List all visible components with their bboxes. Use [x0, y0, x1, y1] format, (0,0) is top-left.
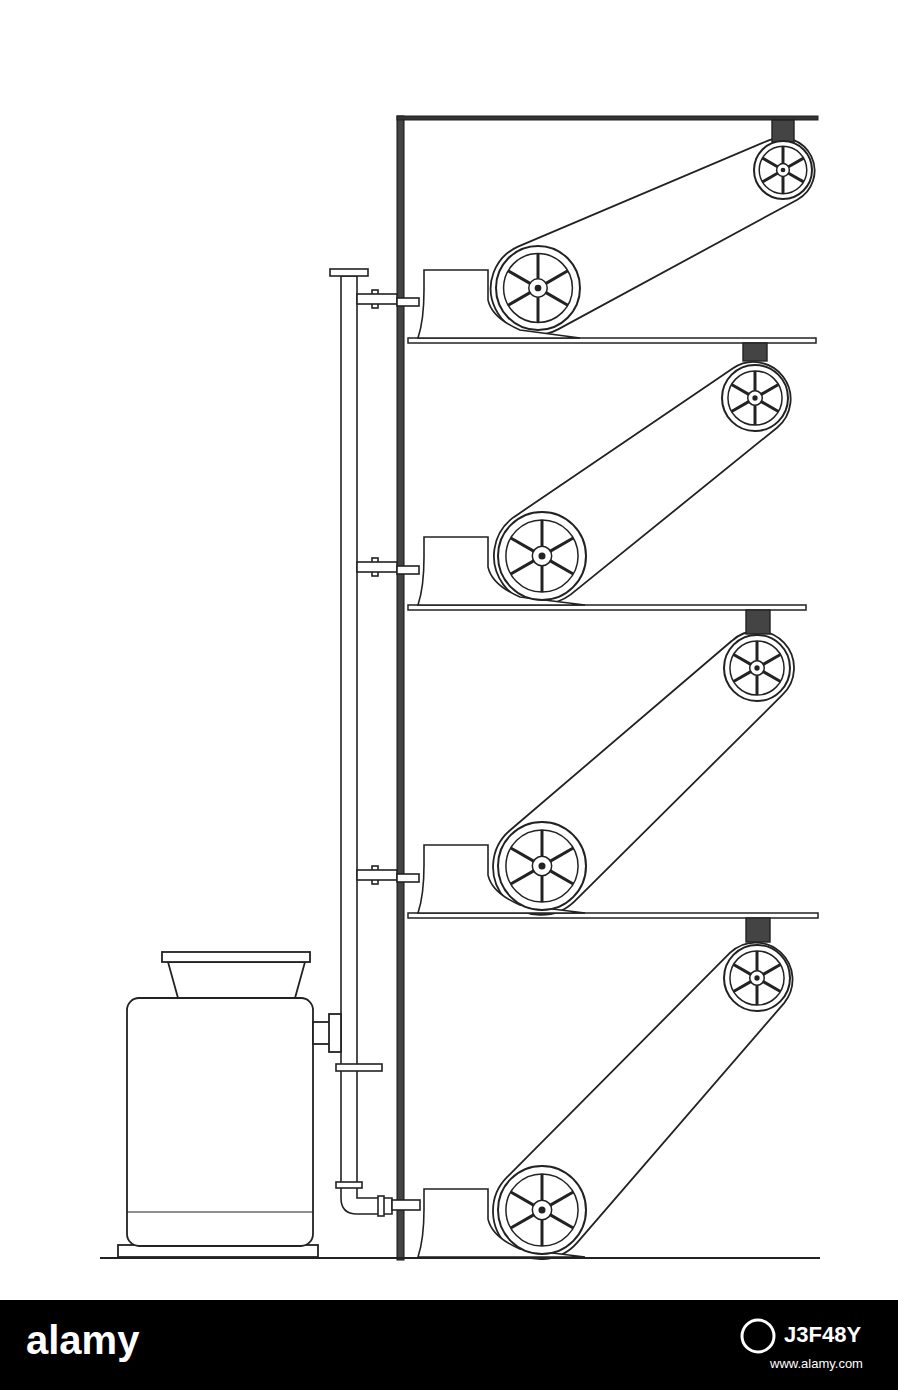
boiler-tank — [118, 952, 341, 1257]
watermark-logo: alamy — [26, 1318, 139, 1363]
watermark-url: www.alamy.com — [770, 1356, 863, 1371]
drive-belts — [491, 138, 815, 1259]
footer-bar — [0, 1300, 898, 1390]
steam-engines — [418, 270, 585, 1257]
hangers — [743, 120, 794, 942]
belt — [494, 362, 791, 604]
belt — [493, 943, 793, 1260]
steam-pipe — [330, 269, 420, 1216]
image-id: J3F48Y — [784, 1322, 861, 1348]
wall — [397, 116, 404, 1260]
logo-ring — [742, 1320, 774, 1352]
belt — [491, 138, 815, 335]
belt — [493, 631, 794, 915]
